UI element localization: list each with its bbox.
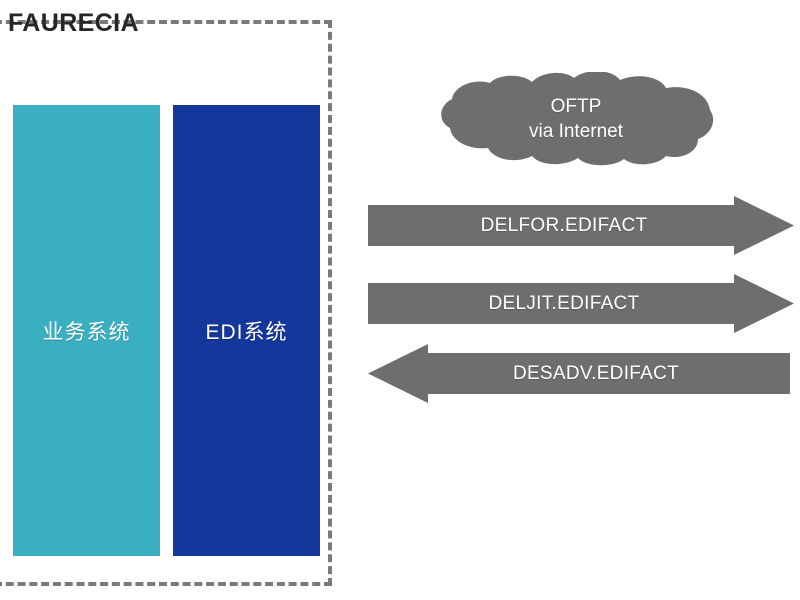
cloud-shape-icon: [441, 72, 714, 166]
company-title: FAURECIA: [8, 9, 139, 37]
company-boundary-dashed: [0, 20, 332, 586]
message-arrow-delfor[interactable]: DELFOR.EDIFACT: [368, 196, 794, 255]
business-system-label: 业务系统: [42, 320, 131, 344]
business-system-box[interactable]: 业务系统: [13, 105, 160, 556]
arrow-right-icon: [368, 196, 794, 255]
message-arrow-desadv[interactable]: DESADV.EDIFACT: [368, 344, 790, 403]
arrow-left-icon: [368, 344, 790, 403]
oftp-cloud[interactable]: OFTP via Internet: [436, 72, 716, 168]
edi-system-box[interactable]: EDI系统: [173, 105, 320, 556]
edi-system-label: EDI系统: [205, 320, 288, 344]
message-arrow-deljit[interactable]: DELJIT.EDIFACT: [368, 274, 794, 333]
arrow-right-icon: [368, 274, 794, 333]
